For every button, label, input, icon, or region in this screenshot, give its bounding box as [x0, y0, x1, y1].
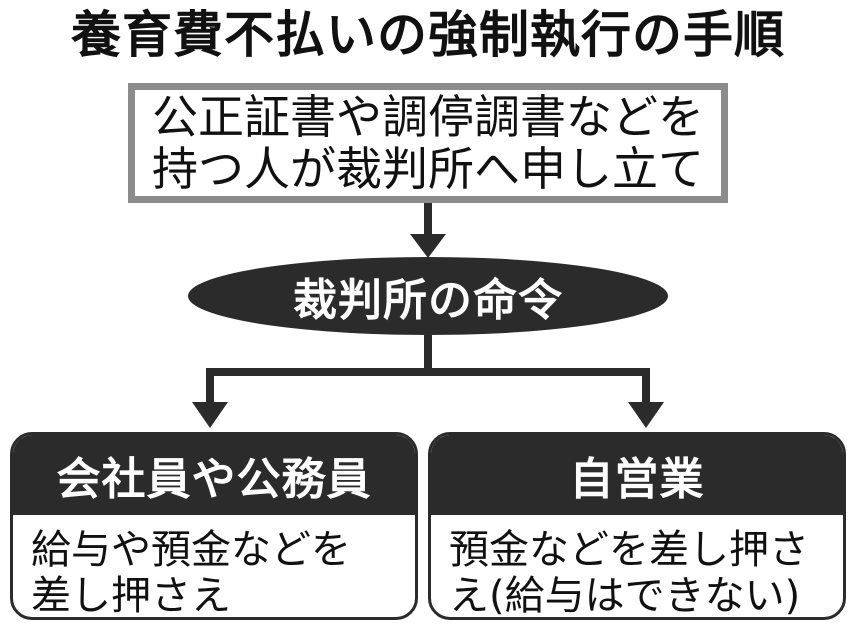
arrowhead-order	[410, 234, 446, 258]
order-ellipse	[188, 257, 668, 335]
branch-selfemployed-line-1: 預金などを差し押さ	[449, 527, 809, 573]
order-label: 裁判所の命令	[293, 275, 563, 326]
branch-employee-line-1: 給与や預金などを	[31, 527, 351, 573]
branch-selfemployed-header: 自営業	[431, 435, 843, 515]
arrowhead-left	[192, 402, 228, 428]
branch-employee-card: 会社員や公務員 給与や預金などを 差し押さえ	[10, 432, 418, 620]
branch-selfemployed-card: 自営業 預金などを差し押さ え(給与はできない)	[428, 432, 846, 620]
start-line-2: 持つ人が裁判所へ申し立て	[152, 142, 704, 196]
branch-selfemployed-body: 預金などを差し押さ え(給与はできない)	[431, 515, 843, 619]
start-box-inner: 公正証書や調停調書などを 持つ人が裁判所へ申し立て	[135, 90, 721, 196]
start-box: 公正証書や調停調書などを 持つ人が裁判所へ申し立て	[128, 83, 728, 203]
branch-employee-body: 給与や預金などを 差し押さえ	[13, 515, 415, 619]
branch-selfemployed-line-2: え(給与はできない)	[449, 573, 801, 619]
start-line-1: 公正証書や調停調書などを	[152, 90, 704, 144]
branch-employee-line-2: 差し押さえ	[31, 573, 231, 619]
diagram-title: 養育費不払いの強制執行の手順	[71, 6, 785, 64]
branch-employee-header: 会社員や公務員	[13, 435, 415, 515]
arrowhead-right	[628, 402, 664, 428]
